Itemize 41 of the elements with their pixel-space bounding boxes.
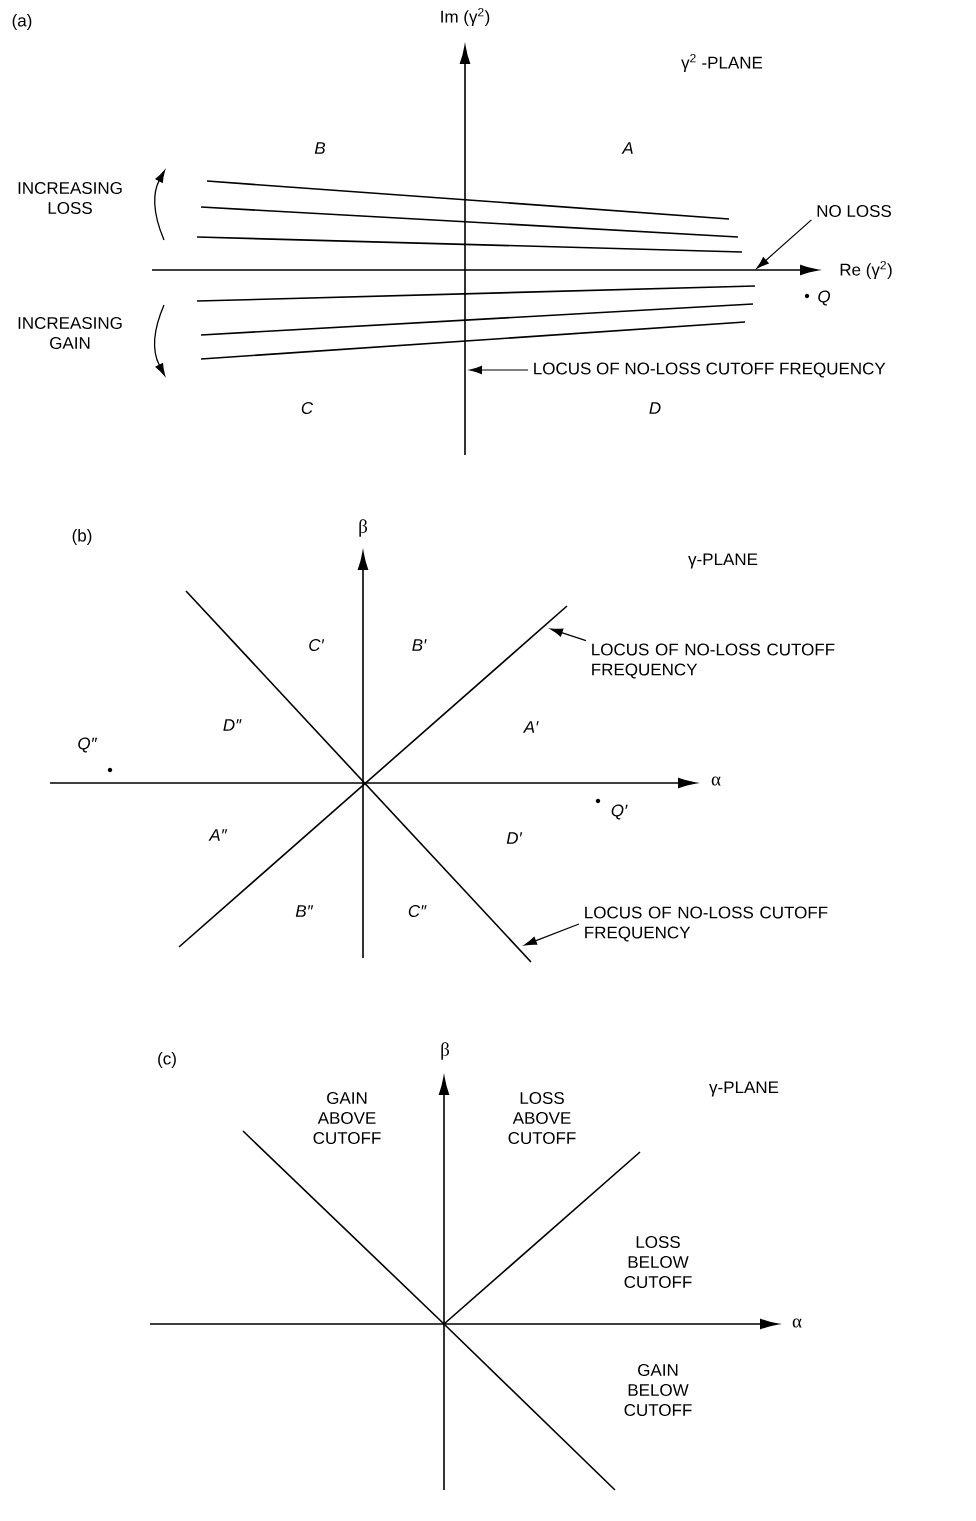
callout-text: LOCUS OF NO-LOSS CUTOFF FREQUENCY <box>534 362 886 378</box>
region-label: C <box>301 402 314 415</box>
region-label: A′ <box>522 721 539 733</box>
callout-text: LOCUS OF NO-LOSS CUTOFF FREQUENCY <box>592 643 835 679</box>
region-label: LOSS BELOW CUTOFF <box>624 1236 692 1289</box>
direction-label: INCREASING LOSS <box>18 182 122 215</box>
region-label: D′ <box>506 832 523 844</box>
plane-label: γ-PLANE <box>688 553 758 569</box>
panel-label: (b) <box>72 529 92 545</box>
callout-text: NO LOSS <box>817 205 891 218</box>
region-label: GAIN ABOVE CUTOFF <box>313 1092 381 1145</box>
panel-label: (c) <box>158 1052 176 1068</box>
axis-label: Im (γ$^{2}$) <box>441 7 490 27</box>
plane-label: γ-PLANE <box>709 1081 779 1097</box>
axis-label: β <box>441 1042 450 1060</box>
region-label: D″ <box>223 719 242 731</box>
region-label: GAIN BELOW CUTOFF <box>624 1364 692 1417</box>
axis-label: Re (γ$^{2}$) <box>840 260 892 280</box>
axis-label: α <box>792 1318 802 1328</box>
panel-label: (a) <box>12 14 32 30</box>
plane-label: γ$^{2}$ -PLANE <box>681 53 763 73</box>
region-label: B′ <box>412 639 427 651</box>
region-label: C′ <box>309 639 325 652</box>
callout-text: LOCUS OF NO-LOSS CUTOFF FREQUENCY <box>585 906 828 942</box>
leader-line <box>550 628 587 642</box>
region-label: LOSS ABOVE CUTOFF <box>508 1092 576 1145</box>
point-label: Q <box>818 290 831 306</box>
leader-line <box>524 923 580 946</box>
region-label: B <box>314 142 326 154</box>
leader-line <box>756 219 812 269</box>
region-label: A″ <box>208 829 228 841</box>
region-label: B″ <box>295 905 314 917</box>
region-label: D <box>649 402 661 414</box>
region-label: C″ <box>408 905 427 918</box>
direction-label: INCREASING GAIN <box>18 317 122 350</box>
axis-label: α <box>711 776 721 786</box>
point-label: Q′ <box>611 804 628 820</box>
leader-line <box>469 365 529 375</box>
point-label: Q″ <box>78 737 98 753</box>
axis-label: β <box>359 519 368 537</box>
region-label: A <box>621 142 633 154</box>
